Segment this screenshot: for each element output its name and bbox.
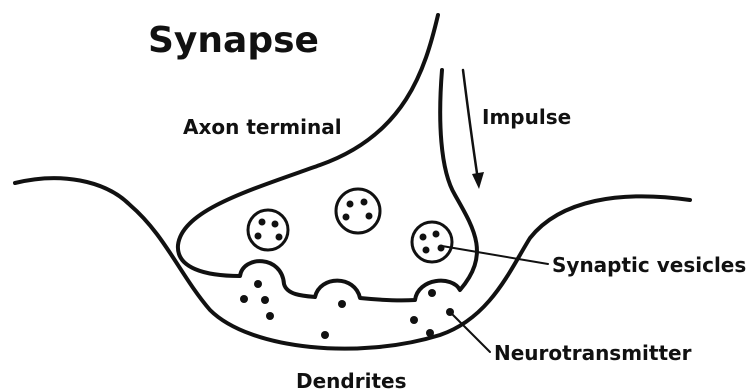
vesicles-leader-line: [442, 246, 548, 264]
impulse-arrowhead: [472, 172, 484, 189]
label-synaptic-vesicles: Synaptic vesicles: [552, 253, 746, 277]
label-axon-terminal: Axon terminal: [183, 115, 342, 139]
vesicle: [336, 189, 380, 233]
diagram-title: Synapse: [148, 20, 319, 61]
label-neurotransmitter: Neurotransmitter: [494, 341, 692, 365]
vesicle: [248, 210, 288, 250]
label-dendrites: Dendrites: [296, 369, 406, 392]
vesicle: [412, 222, 452, 262]
label-impulse: Impulse: [482, 105, 571, 129]
impulse-arrow: [463, 70, 478, 180]
